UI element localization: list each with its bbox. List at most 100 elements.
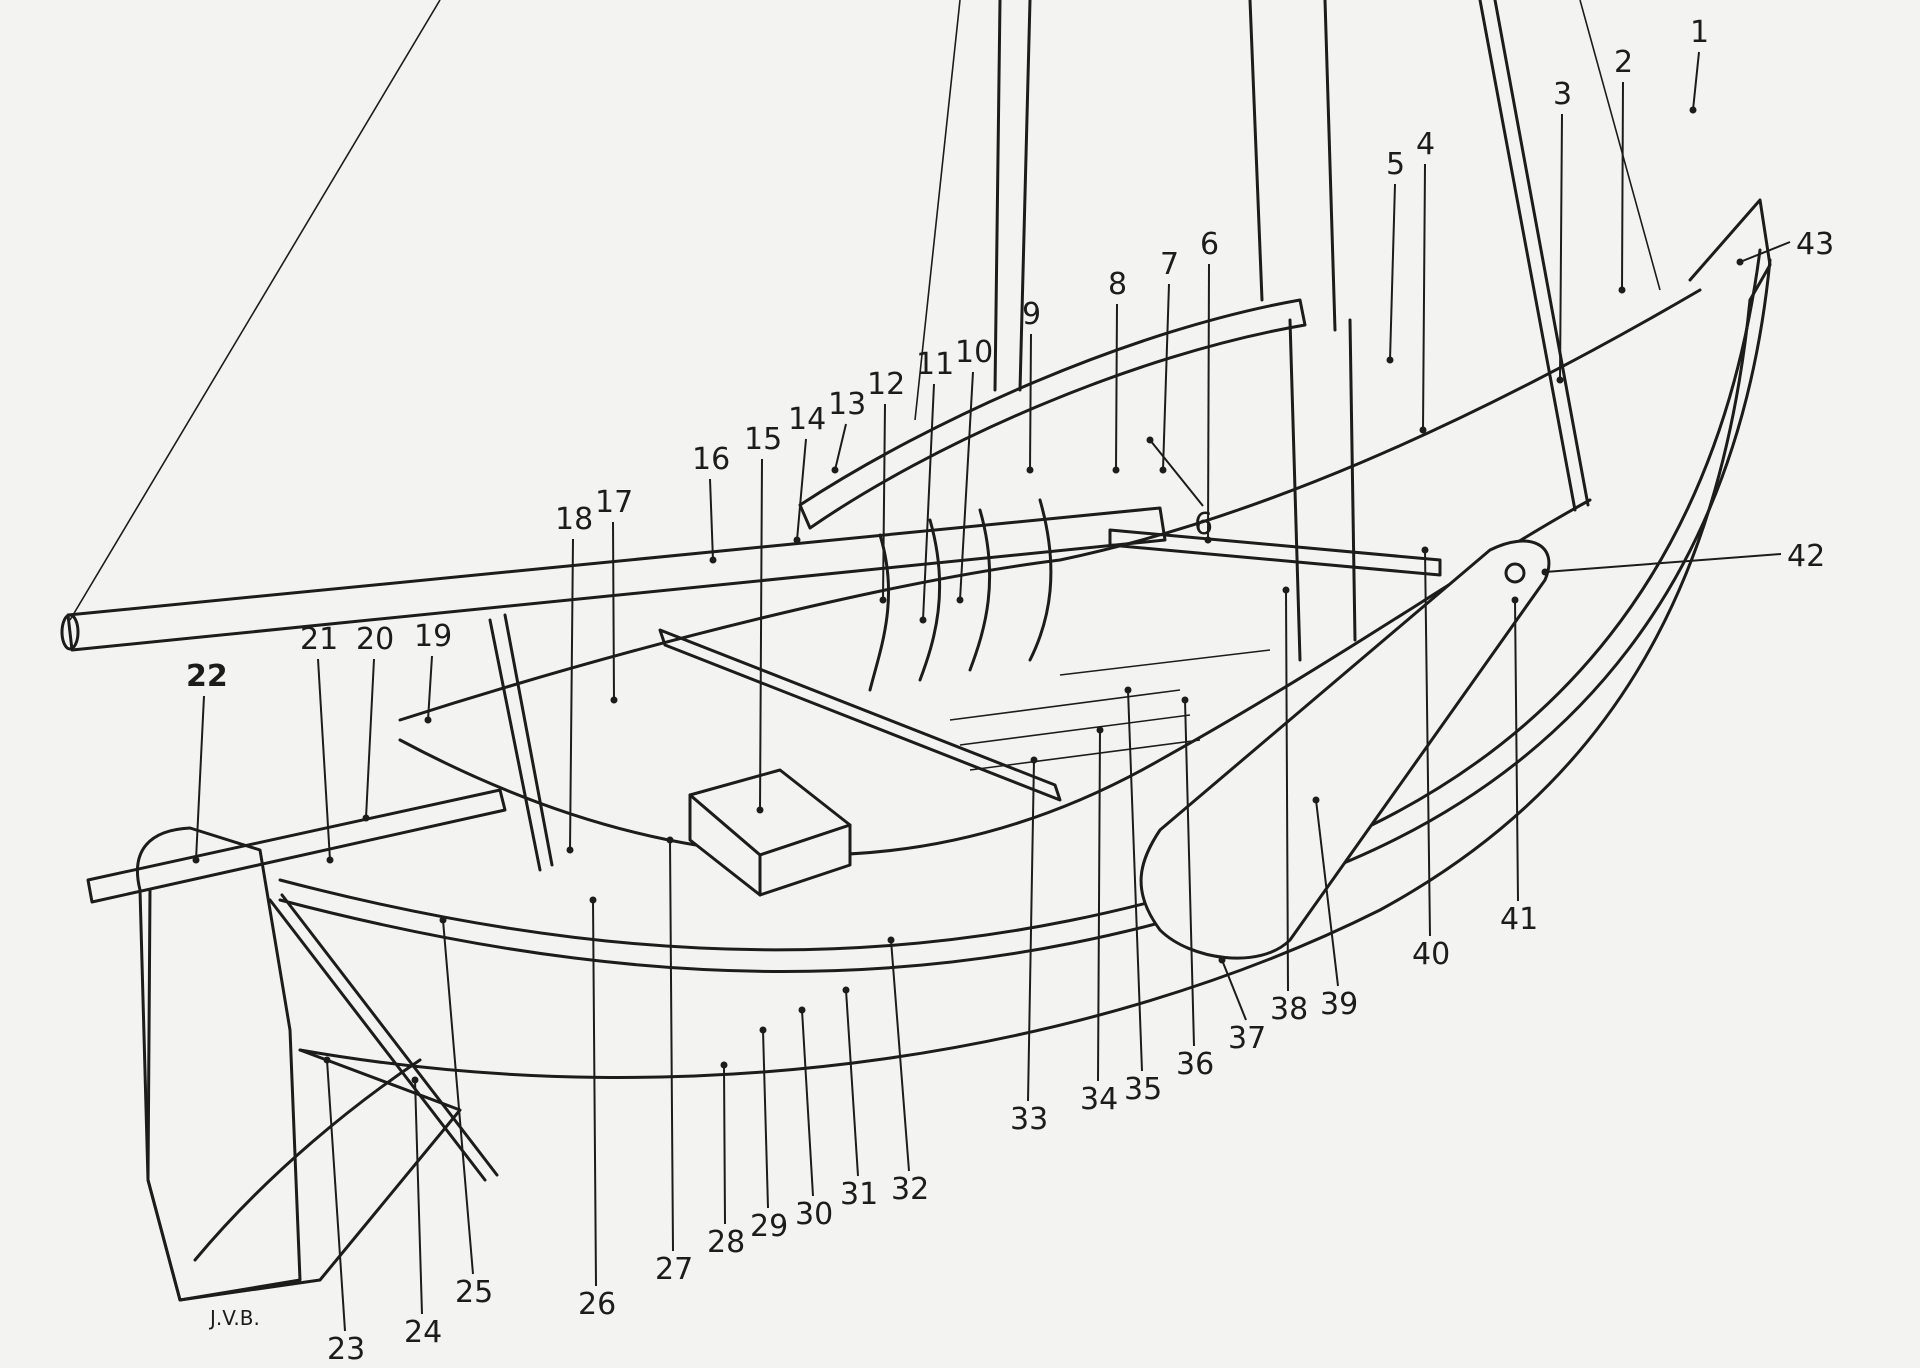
leader-dot-31 xyxy=(842,986,850,994)
callout-21: 21 xyxy=(300,622,339,657)
leader-line-23 xyxy=(326,1059,346,1332)
leader-line-4 xyxy=(1422,163,1426,431)
callout-43: 43 xyxy=(1796,227,1835,262)
leader-dot-18 xyxy=(566,846,574,854)
thwart-aft xyxy=(658,628,1062,802)
leader-line-11 xyxy=(922,383,935,621)
callout-24: 24 xyxy=(404,1315,443,1350)
callout-31: 31 xyxy=(840,1177,879,1212)
callout-41: 41 xyxy=(1500,902,1539,937)
leader-line-26 xyxy=(592,899,597,1287)
callout-6b: 6 xyxy=(1194,507,1214,542)
callout-33: 33 xyxy=(1010,1102,1049,1137)
callout-42: 42 xyxy=(1787,539,1826,574)
leader-dot-9 xyxy=(1026,466,1034,474)
callout-13: 13 xyxy=(828,387,867,422)
leader-line-20 xyxy=(365,658,375,819)
oar-blade xyxy=(193,1058,422,1262)
callout-34: 34 xyxy=(1080,1082,1119,1117)
shroud-tackle-aft xyxy=(488,613,554,872)
frame-2 xyxy=(918,518,942,682)
hull-gunwale xyxy=(278,258,1772,973)
shroud-tackle-mid xyxy=(993,0,1032,392)
callout-3: 3 xyxy=(1553,77,1573,112)
leader-line-5 xyxy=(1389,183,1396,361)
callout-38: 38 xyxy=(1270,992,1309,1027)
leader-line-30 xyxy=(801,1009,814,1197)
callout-37: 37 xyxy=(1228,1021,1267,1056)
hull-bottom xyxy=(298,298,1752,1079)
callout-9: 9 xyxy=(1022,297,1042,332)
leader-dot-22 xyxy=(192,856,200,864)
gaff xyxy=(798,298,1307,530)
callout-27: 27 xyxy=(655,1252,694,1287)
leader-line-29 xyxy=(762,1029,769,1209)
leader-line-8 xyxy=(1115,303,1118,471)
leader-dot-15 xyxy=(756,806,764,814)
forestay xyxy=(1579,0,1661,291)
leader-dot-34 xyxy=(1096,726,1104,734)
callout-4: 4 xyxy=(1416,127,1436,162)
oar xyxy=(268,893,499,1182)
leader-dot-42 xyxy=(1541,568,1549,576)
leader-line-6a xyxy=(1207,263,1210,541)
shroud-tackle-fore xyxy=(1478,0,1590,512)
callout-2: 2 xyxy=(1614,45,1634,80)
leader-dot-8 xyxy=(1112,466,1120,474)
leader-dot-5 xyxy=(1386,356,1394,364)
leader-dot-38 xyxy=(1282,586,1290,594)
callout-40: 40 xyxy=(1412,937,1451,972)
leader-dot-3 xyxy=(1556,376,1564,384)
leader-line-24 xyxy=(414,1079,423,1315)
leader-line-9 xyxy=(1029,333,1032,471)
stem xyxy=(1688,198,1772,302)
leader-dot-4 xyxy=(1419,426,1427,434)
leader-dot-6b xyxy=(1146,436,1154,444)
leader-line-28 xyxy=(723,1064,726,1225)
leader-dot-1 xyxy=(1689,106,1697,114)
leader-line-10 xyxy=(959,371,974,601)
leader-line-21 xyxy=(317,658,331,861)
leader-dot-30 xyxy=(798,1006,806,1014)
leader-line-38 xyxy=(1285,589,1289,992)
leader-dot-37 xyxy=(1218,956,1226,964)
callout-25: 25 xyxy=(455,1275,494,1310)
callout-30: 30 xyxy=(795,1197,834,1232)
leader-line-3 xyxy=(1559,113,1563,381)
callout-35: 35 xyxy=(1124,1072,1163,1107)
leader-dot-28 xyxy=(720,1061,728,1069)
callout-20: 20 xyxy=(356,622,395,657)
leader-line-43 xyxy=(1739,241,1791,263)
leader-dot-35 xyxy=(1124,686,1132,694)
callout-26: 26 xyxy=(578,1287,617,1322)
callout-39: 39 xyxy=(1320,987,1359,1022)
leader-line-7 xyxy=(1162,283,1170,471)
leader-line-32 xyxy=(890,939,910,1172)
callout-10: 10 xyxy=(955,335,994,370)
leader-dot-20 xyxy=(362,814,370,822)
frame-3 xyxy=(968,508,992,672)
leader-dot-13 xyxy=(831,466,839,474)
leader-line-19 xyxy=(427,655,433,721)
leader-line-31 xyxy=(845,989,859,1177)
leader-line-34 xyxy=(1097,729,1101,1082)
inner-gunwale xyxy=(398,288,1702,722)
leader-line-27 xyxy=(669,839,674,1252)
leader-dot-19 xyxy=(424,716,432,724)
yard xyxy=(66,506,1167,652)
stern-post xyxy=(146,888,462,1302)
callout-29: 29 xyxy=(750,1209,789,1244)
halyard xyxy=(914,0,961,421)
leader-line-39 xyxy=(1315,799,1339,987)
callout-28: 28 xyxy=(707,1225,746,1260)
leader-dot-17 xyxy=(610,696,618,704)
leader-line-40 xyxy=(1424,549,1431,937)
callout-7: 7 xyxy=(1160,247,1180,282)
leader-dot-10 xyxy=(956,596,964,604)
leader-line-6b xyxy=(1149,439,1204,507)
callout-1: 1 xyxy=(1690,15,1710,50)
leader-dot-12 xyxy=(879,596,887,604)
callout-6a: 6 xyxy=(1200,227,1220,262)
leeboard-pivot xyxy=(1504,562,1526,584)
